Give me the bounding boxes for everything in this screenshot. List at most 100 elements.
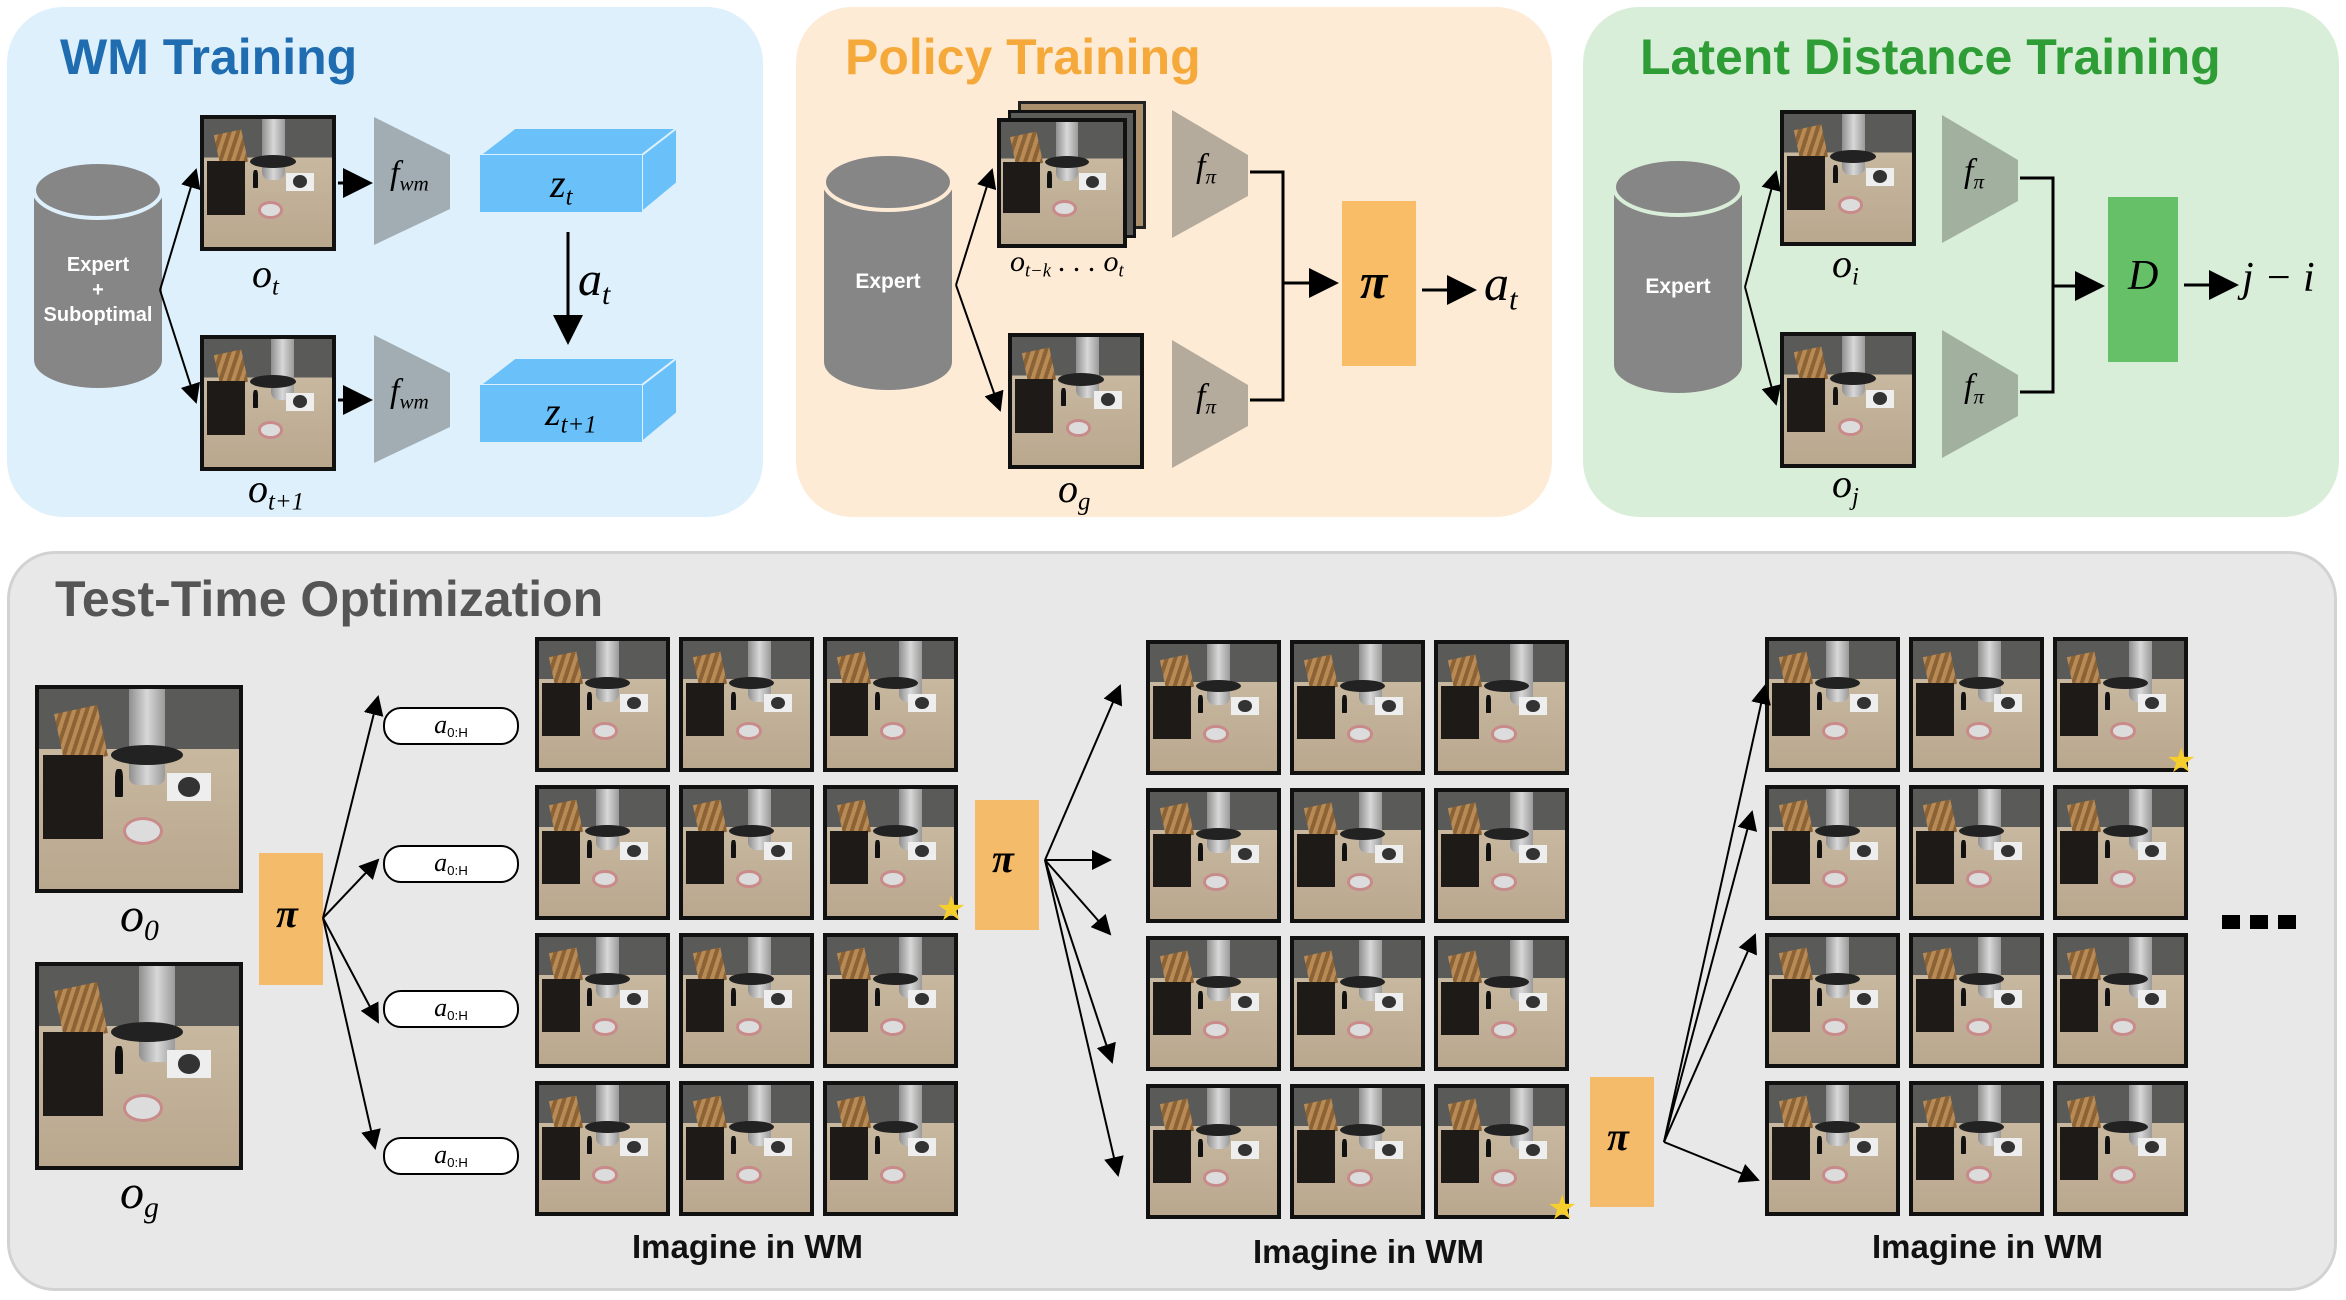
imagined-frame — [1765, 785, 1900, 920]
imagined-frame — [823, 785, 958, 920]
best-trajectory-star-icon: ★ — [1547, 1189, 1578, 1227]
test-time-title: Test-Time Optimization — [55, 571, 604, 627]
imagined-frame — [823, 637, 958, 772]
database-icon — [32, 160, 164, 388]
observation-image — [200, 335, 336, 471]
imagined-frame — [1146, 936, 1281, 1071]
imagined-frame — [1434, 936, 1569, 1071]
distance-block — [2108, 197, 2178, 362]
encoder-label: fπ — [1964, 153, 1985, 194]
imagined-frame — [679, 637, 814, 772]
imagined-frame — [1434, 640, 1569, 775]
action-chunk-label: a — [434, 848, 448, 877]
obs-i-label: oi — [1832, 241, 1859, 291]
action-chunk-pill: a0:H — [383, 707, 519, 745]
wm-training-title: WM Training — [60, 29, 358, 85]
imagined-frame — [535, 637, 670, 772]
imagined-frame — [535, 1081, 670, 1216]
dataset-label-line: Suboptimal — [43, 304, 153, 326]
imagined-frame — [1290, 640, 1425, 775]
policy-block — [259, 853, 323, 985]
encoder-label: fwm — [390, 373, 429, 414]
policy-block — [1342, 201, 1416, 366]
dataset-label: Expert + Suboptimal — [32, 253, 164, 328]
imagined-frame — [1290, 936, 1425, 1071]
start-obs-label: o0 — [120, 889, 159, 947]
observation-j-image — [1780, 332, 1916, 468]
policy-symbol: π — [1360, 253, 1388, 309]
latent-distance-title: Latent Distance Training — [1640, 29, 2221, 85]
imagined-frame — [1909, 785, 2044, 920]
imagined-frame — [1909, 933, 2044, 1068]
imagined-frame — [535, 933, 670, 1068]
obs-t-label: ot — [252, 251, 279, 301]
policy-symbol: π — [1607, 1114, 1629, 1159]
imagined-frame — [1146, 640, 1281, 775]
action-chunk-subscript: 0:H — [447, 1008, 468, 1024]
imagined-frame — [1146, 1084, 1281, 1219]
observation-image — [200, 115, 336, 251]
policy-block — [975, 800, 1039, 930]
grid-caption: Imagine in WM — [632, 1228, 863, 1265]
imagined-frame — [2053, 933, 2188, 1068]
database-icon — [1612, 157, 1744, 393]
action-label: at — [578, 253, 611, 311]
latent-zt1-label: zt+1 — [545, 389, 597, 439]
start-observation-image — [35, 685, 243, 893]
observation-i-image — [1780, 110, 1916, 246]
distance-output-label: j − i — [2242, 255, 2315, 301]
imagined-frame — [2053, 637, 2188, 772]
policy-training-title: Policy Training — [845, 29, 1201, 85]
obs-history-label: ot−k . . . ot — [1010, 245, 1124, 282]
action-chunk-subscript: 0:H — [447, 863, 468, 879]
imagined-frame — [1146, 788, 1281, 923]
imagined-frame — [535, 785, 670, 920]
latent-block — [480, 358, 679, 445]
imagined-frame — [1290, 788, 1425, 923]
encoder-label: fπ — [1964, 368, 1985, 409]
encoder-shape — [1942, 330, 2018, 458]
dataset-label: Expert — [855, 270, 921, 293]
grid-caption: Imagine in WM — [1253, 1233, 1484, 1270]
action-chunk-subscript: 0:H — [447, 1155, 468, 1171]
dataset-label-line: + — [92, 279, 104, 301]
grid-caption: Imagine in WM — [1872, 1228, 2103, 1265]
policy-symbol: π — [276, 891, 298, 936]
database-icon — [822, 152, 954, 390]
action-chunk-pill: a0:H — [383, 1137, 519, 1175]
encoder-label: fπ — [1196, 148, 1217, 189]
action-chunk-pill: a0:H — [383, 845, 519, 883]
imagined-frame — [1909, 637, 2044, 772]
imagined-frame — [1434, 1084, 1569, 1219]
policy-output-label: at — [1484, 255, 1518, 317]
dataset-label: Expert — [1645, 275, 1711, 298]
action-chunk-label: a — [434, 710, 448, 739]
obs-t1-label: ot+1 — [248, 466, 305, 516]
imagined-frame — [823, 933, 958, 1068]
imagined-frame — [1765, 933, 1900, 1068]
best-trajectory-star-icon: ★ — [936, 890, 967, 928]
distance-symbol: D — [2128, 253, 2159, 299]
encoder-shape — [1172, 110, 1248, 238]
policy-symbol: π — [992, 836, 1014, 881]
imagined-frame — [1765, 1081, 1900, 1216]
action-chunk-label: a — [434, 993, 448, 1022]
encoder-shape — [374, 117, 450, 245]
policy-block — [1590, 1077, 1654, 1207]
imagined-frame — [1290, 1084, 1425, 1219]
encoder-label: fπ — [1196, 378, 1217, 419]
imagined-frame — [1434, 788, 1569, 923]
encoder-shape — [374, 335, 450, 463]
imagined-frame — [823, 1081, 958, 1216]
latent-block — [480, 128, 679, 215]
imagined-frame — [679, 933, 814, 1068]
continuation-ellipsis — [2222, 915, 2296, 934]
dataset-label-line: Expert — [66, 254, 130, 276]
action-chunk-subscript: 0:H — [447, 725, 468, 741]
imagined-frame — [679, 1081, 814, 1216]
obs-j-label: oj — [1832, 461, 1859, 511]
imagined-frame — [679, 785, 814, 920]
encoder-shape — [1172, 340, 1248, 468]
imagined-frame — [2053, 785, 2188, 920]
